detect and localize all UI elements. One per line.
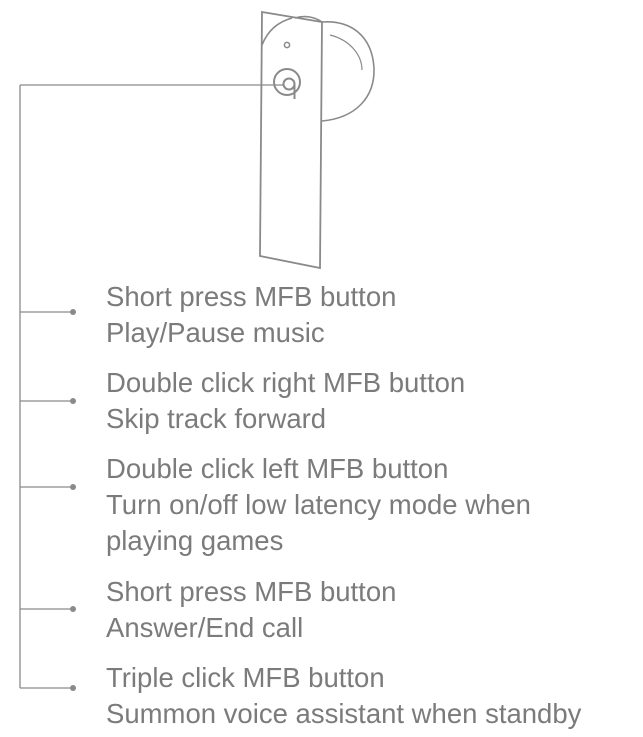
earbud-icon [259, 10, 375, 270]
mfb-button-icon [273, 68, 301, 99]
instruction-play-pause: Short press MFB button Play/Pause music [106, 279, 396, 351]
instruction-result: Summon voice assistant when standby [106, 698, 582, 729]
instruction-result: Skip track forward [106, 403, 327, 434]
instruction-action: Short press MFB button [106, 281, 397, 312]
leader-dot-3 [70, 484, 76, 490]
instruction-voice-assistant: Triple click MFB button Summon voice ass… [106, 660, 581, 732]
leader-dot-4 [70, 606, 76, 612]
instruction-skip-track: Double click right MFB button Skip track… [106, 365, 465, 437]
microphone-hole-icon [283, 41, 291, 49]
leader-dot-5 [70, 685, 76, 691]
instruction-low-latency: Double click left MFB button Turn on/off… [106, 451, 531, 559]
instruction-result-continued: playing games [106, 525, 284, 556]
instruction-result: Turn on/off low latency mode when [106, 489, 531, 520]
instruction-result: Answer/End call [106, 612, 304, 643]
instruction-action: Triple click MFB button [106, 662, 385, 693]
leader-dot-1 [70, 309, 76, 315]
instruction-action: Short press MFB button [106, 576, 397, 607]
instruction-action: Double click right MFB button [106, 367, 466, 398]
instruction-result: Play/Pause music [106, 317, 325, 348]
leader-dot-2 [70, 398, 76, 404]
leader-lines [19, 84, 284, 691]
instruction-answer-call: Short press MFB button Answer/End call [106, 574, 396, 646]
instruction-action: Double click left MFB button [106, 453, 449, 484]
